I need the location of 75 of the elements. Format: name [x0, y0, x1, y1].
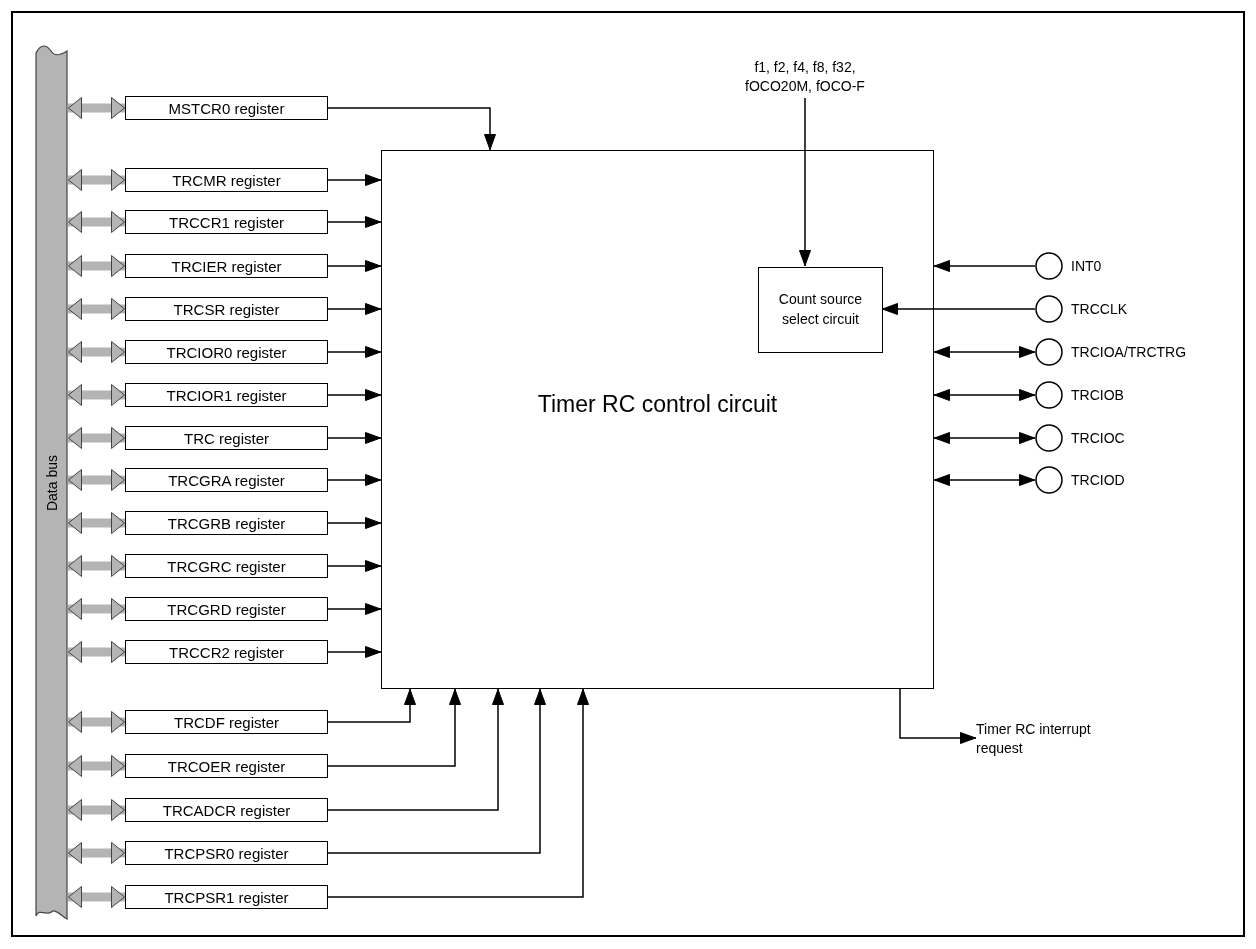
arrow: [327, 688, 416, 723]
pin-label: TRCIOD: [1071, 472, 1125, 488]
register-box: TRCIOR1 register: [125, 383, 328, 407]
bus-arrow: [68, 384, 125, 406]
arrow: [933, 389, 1036, 401]
bus-arrow: [68, 427, 125, 449]
arrow: [933, 346, 1036, 358]
register-box: MSTCR0 register: [125, 96, 328, 120]
arrow: [327, 688, 461, 767]
register-box: TRCDF register: [125, 710, 328, 734]
bus-arrow: [68, 255, 125, 277]
register-box: TRCPSR0 register: [125, 841, 328, 865]
bus-arrow: [68, 97, 125, 119]
bus-arrow: [68, 512, 125, 534]
bus-arrow: [68, 711, 125, 733]
arrow: [933, 260, 1036, 272]
register-box: TRCOER register: [125, 754, 328, 778]
arrow: [327, 303, 382, 315]
bus-arrow: [68, 298, 125, 320]
arrow: [327, 389, 382, 401]
arrow: [799, 97, 811, 267]
arrow: [327, 517, 382, 529]
register-box: TRCIER register: [125, 254, 328, 278]
register-box: TRC register: [125, 426, 328, 450]
arrow: [899, 688, 977, 744]
circuit-box: Count source select circuit: [758, 267, 883, 353]
arrow: [327, 688, 504, 811]
pin-label: TRCIOC: [1071, 430, 1125, 446]
signal-label: f1, f2, f4, f8, f32, fOCO20M, fOCO-F: [745, 58, 865, 98]
register-box: TRCGRC register: [125, 554, 328, 578]
arrow: [327, 174, 382, 186]
bus-arrow: [68, 842, 125, 864]
register-box: TRCIOR0 register: [125, 340, 328, 364]
register-box: TRCADCR register: [125, 798, 328, 822]
bus-arrow: [68, 341, 125, 363]
register-box: TRCGRA register: [125, 468, 328, 492]
arrow: [327, 260, 382, 272]
bus-label: Data bus: [43, 454, 60, 511]
register-box: TRCGRD register: [125, 597, 328, 621]
bus-arrow: [68, 555, 125, 577]
bus-arrow: [68, 886, 125, 908]
register-box: TRCPSR1 register: [125, 885, 328, 909]
arrow: [327, 688, 589, 898]
arrow: [327, 603, 382, 615]
pin-label: TRCIOA/TRCTRG: [1071, 344, 1187, 360]
bus-arrow: [68, 169, 125, 191]
data-bus-bar: [35, 45, 68, 920]
signal-label: Timer RC interrupt request: [976, 720, 1116, 760]
arrow: [327, 216, 382, 228]
register-box: TRCCR1 register: [125, 210, 328, 234]
register-box: TRCSR register: [125, 297, 328, 321]
pin-label: INT0: [1071, 258, 1102, 274]
bus-arrow: [68, 469, 125, 491]
register-box: TRCGRB register: [125, 511, 328, 535]
pin-label: TRCCLK: [1071, 301, 1127, 317]
arrow: [327, 346, 382, 358]
bus-arrow: [68, 598, 125, 620]
bus-arrow: [68, 211, 125, 233]
arrow: [327, 107, 496, 151]
bus-arrow: [68, 799, 125, 821]
circuit-block: [381, 150, 934, 689]
register-box: TRCCR2 register: [125, 640, 328, 664]
arrow: [881, 303, 1036, 315]
arrow: [327, 432, 382, 444]
block-title: Timer RC control circuit: [536, 391, 779, 418]
arrow: [933, 474, 1036, 486]
arrow: [327, 560, 382, 572]
bus-arrow: [68, 641, 125, 663]
arrow: [327, 646, 382, 658]
arrow: [933, 432, 1036, 444]
bus-arrow: [68, 755, 125, 777]
arrow: [327, 688, 546, 854]
register-box: TRCMR register: [125, 168, 328, 192]
pin-label: TRCIOB: [1071, 387, 1124, 403]
arrow: [327, 474, 382, 486]
